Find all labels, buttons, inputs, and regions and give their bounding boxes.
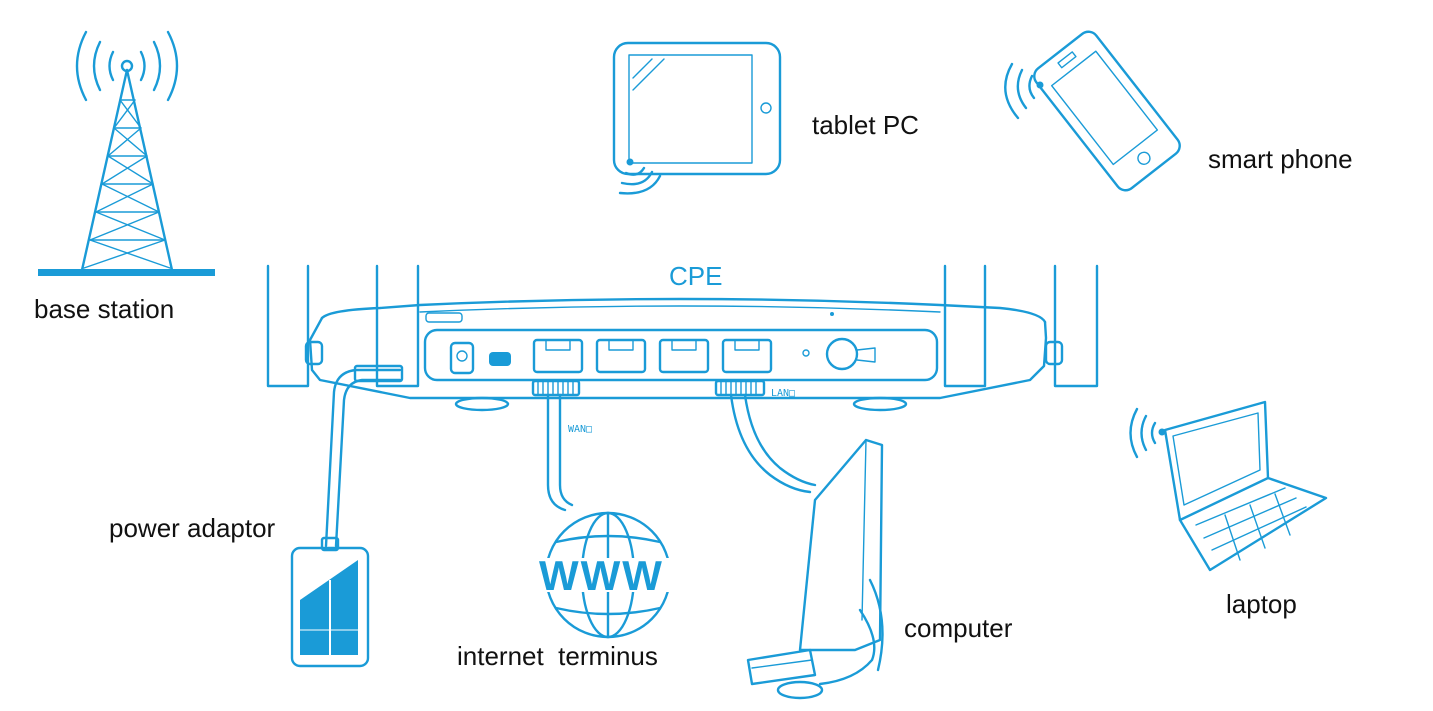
internet-terminus-label: internet terminus <box>457 641 658 671</box>
computer-label: computer <box>904 613 1013 643</box>
power-adaptor-label: power adaptor <box>109 513 276 543</box>
wan-port-label: WAN□ <box>568 424 593 435</box>
wan-plug-icon <box>531 379 581 397</box>
cables <box>324 364 817 548</box>
laptop-signal-icon <box>1129 407 1166 459</box>
computer-icon <box>746 438 884 700</box>
phone-signal-icon <box>1004 62 1044 120</box>
base-station-icon <box>38 30 215 276</box>
tablet-icon <box>612 41 782 195</box>
smart-phone-label: smart phone <box>1208 144 1353 174</box>
www-label: WWW <box>539 552 664 599</box>
laptop-label: laptop <box>1226 589 1297 619</box>
www-globe-icon <box>536 511 680 639</box>
power-adaptor-icon <box>290 536 370 668</box>
laptop-icon <box>1163 400 1328 572</box>
base-station-label: base station <box>34 294 175 324</box>
cpe-label: CPE <box>669 261 723 291</box>
smart-phone-icon <box>1033 30 1181 192</box>
lan-plug-icon <box>714 379 766 397</box>
lan-port-label: LAN□ <box>771 388 796 399</box>
tablet-pc-label: tablet PC <box>812 110 919 140</box>
cpe-router-icon <box>266 264 1099 412</box>
